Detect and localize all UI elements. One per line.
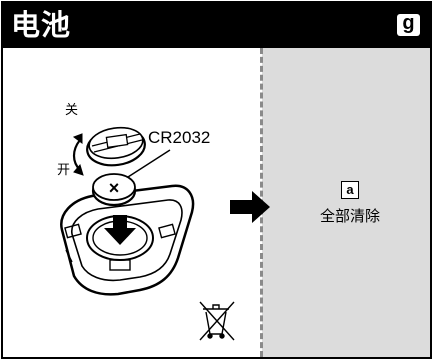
battery-cover [86, 126, 146, 167]
a-button-icon: a [341, 181, 359, 199]
battery-coin: × [91, 173, 137, 207]
crossed-bin-icon [199, 301, 235, 341]
battery-leader-line [127, 149, 171, 178]
down-arrow-icon [104, 215, 136, 245]
clear-all-label: 全部清除 [319, 207, 380, 225]
rotate-arrows-icon [72, 133, 84, 176]
header-bar: 电池 g [3, 3, 430, 48]
remove-symbol: × [109, 178, 120, 198]
open-label: 开 [57, 163, 71, 178]
right-arrow-icon [230, 191, 270, 223]
section-badge: g [397, 13, 420, 36]
close-label: 关 [65, 103, 79, 118]
battery-type-label: CR2032 [148, 128, 211, 147]
result-panel [262, 48, 430, 357]
page-title: 电池 [11, 8, 72, 42]
